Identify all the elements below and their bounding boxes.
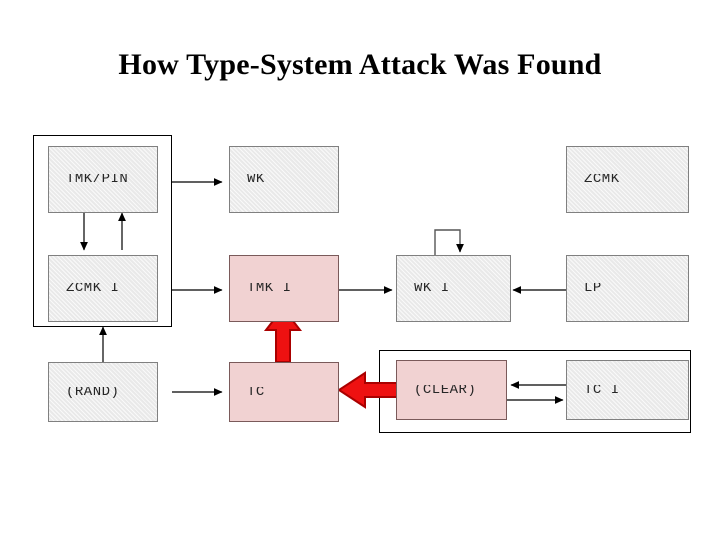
node-lp[interactable]: LP: [566, 255, 689, 322]
node-clear[interactable]: (CLEAR): [396, 360, 507, 420]
node-tmk-i[interactable]: TMK I: [229, 255, 339, 322]
node-label: TC I: [584, 384, 620, 396]
node-zcmk[interactable]: ZCMK: [566, 146, 689, 213]
node-label: LP: [584, 283, 602, 294]
node-label: (CLEAR): [414, 384, 477, 396]
node-label: ZCMK: [584, 174, 620, 185]
node-label: (RAND): [66, 386, 120, 398]
page-title: How Type-System Attack Was Found: [118, 48, 602, 81]
node-tc-i[interactable]: TC I: [566, 360, 689, 420]
node-wk[interactable]: WK: [229, 146, 339, 213]
node-rand[interactable]: (RAND): [48, 362, 158, 422]
node-zcmk-i[interactable]: ZCMK I: [48, 255, 158, 322]
node-label: TMK/PIN: [66, 174, 129, 185]
node-label: ZCMK I: [66, 283, 120, 294]
node-tmk-pin[interactable]: TMK/PIN: [48, 146, 158, 213]
node-label: TC: [247, 386, 265, 398]
node-label: TMK I: [247, 283, 292, 294]
node-label: WK I: [414, 283, 450, 294]
node-label: WK: [247, 174, 265, 185]
node-tc[interactable]: TC: [229, 362, 339, 422]
node-wk-i[interactable]: WK I: [396, 255, 511, 322]
